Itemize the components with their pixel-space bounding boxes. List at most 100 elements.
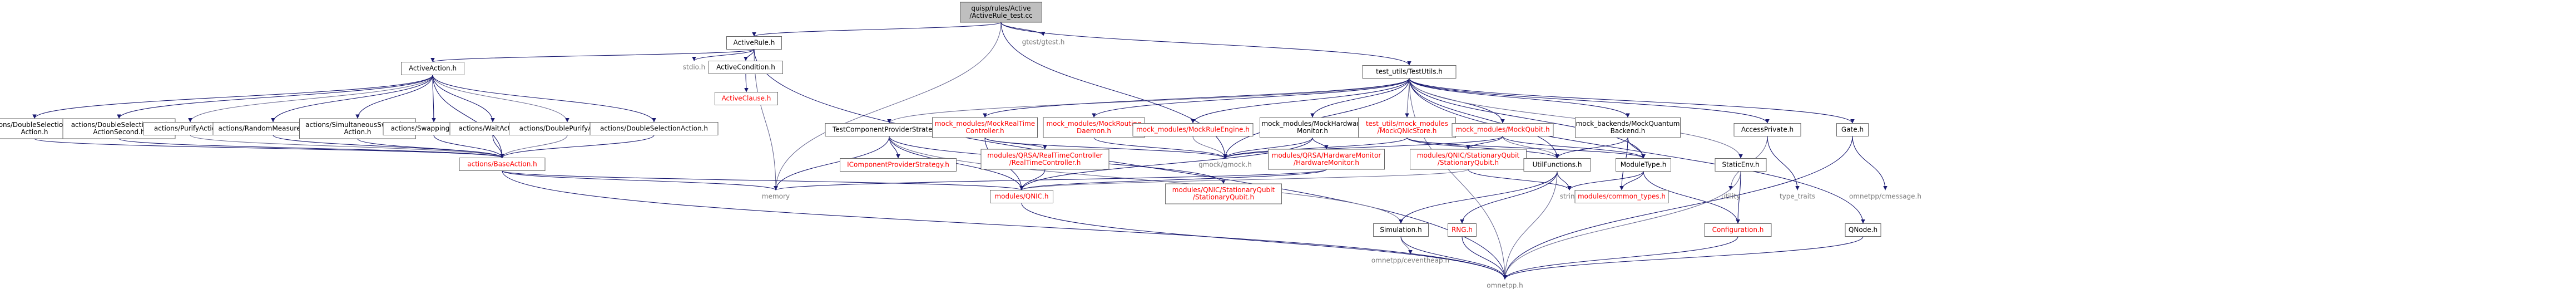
node-label: Gate.h bbox=[1841, 126, 1864, 134]
graph-node-MockRuleEngine[interactable]: mock_modules/MockRuleEngine.h bbox=[1132, 123, 1254, 136]
graph-node-MockQubit[interactable]: mock_modules/MockQubit.h bbox=[1452, 123, 1554, 136]
node-label: Backend.h bbox=[1611, 127, 1646, 135]
node-box bbox=[932, 117, 1038, 138]
edge-TestUtils-to-ModuleType bbox=[1409, 78, 1646, 159]
edge-root-to-ActiveRule bbox=[752, 22, 1002, 37]
edge-DoublePurify-to-BaseAction bbox=[500, 135, 568, 158]
edge-BaseAction-to-omnetpp bbox=[502, 170, 1507, 280]
graph-node-AccessPrivate[interactable]: AccessPrivate.h bbox=[1733, 123, 1801, 136]
edge-MockQB-to-UtilFunctions bbox=[1555, 137, 1628, 159]
graph-node-gtest: gtest/gtest.h bbox=[1022, 38, 1065, 46]
node-label: test_utils/TestUtils.h bbox=[1376, 68, 1443, 76]
graph-node-RNG[interactable]: RNG.h bbox=[1448, 223, 1477, 237]
node-box bbox=[1448, 223, 1477, 237]
node-label: AccessPrivate.h bbox=[1741, 126, 1794, 134]
graph-node-StaticEnv[interactable]: StaticEnv.h bbox=[1715, 158, 1767, 172]
graph-node-SQ1[interactable]: modules/QNIC/StationaryQubit/StationaryQ… bbox=[1410, 149, 1527, 170]
node-label: test_utils/mock_modules bbox=[1366, 120, 1448, 128]
node-box bbox=[1733, 123, 1801, 136]
graph-node-QNIC[interactable]: modules/QNIC.h bbox=[990, 190, 1053, 203]
node-label: gtest/gtest.h bbox=[1022, 38, 1065, 46]
edge-RNG-to-omnetpp bbox=[1462, 236, 1507, 280]
node-box bbox=[1373, 223, 1429, 237]
edge-ModuleType-to-common_types bbox=[1619, 171, 1644, 190]
node-label: actions/DoubleSelectionDual bbox=[71, 121, 167, 129]
graph-node-Gate[interactable]: Gate.h bbox=[1836, 123, 1869, 136]
node-box bbox=[715, 92, 778, 105]
graph-node-Simulation[interactable]: Simulation.h bbox=[1373, 223, 1429, 237]
graph-node-TCPS[interactable]: TestComponentProviderStrategy.h bbox=[825, 123, 954, 136]
edge-UtilFunctions-to-Simulation bbox=[1399, 171, 1558, 224]
edge-MockHW-to-gmock bbox=[1223, 137, 1313, 159]
edge-root-to-memory bbox=[774, 22, 1002, 190]
edge-DSD1-to-BaseAction bbox=[34, 138, 504, 158]
node-label: memory bbox=[762, 193, 790, 201]
graph-node-ICPS[interactable]: IComponentProviderStrategy.h bbox=[840, 158, 957, 172]
graph-node-DoubleSel[interactable]: actions/DoubleSelectionAction.h bbox=[589, 122, 719, 135]
graph-node-ActiveCondition[interactable]: ActiveCondition.h bbox=[709, 61, 783, 74]
edge-DSD2-to-BaseAction bbox=[118, 138, 504, 158]
node-label: mock_modules/MockQubit.h bbox=[1455, 126, 1549, 134]
node-label: /StationaryQubit.h bbox=[1193, 193, 1254, 201]
edge-TestUtils-to-MockRuleEngine bbox=[1191, 78, 1410, 124]
node-box bbox=[1616, 158, 1671, 172]
graph-node-ActiveClause[interactable]: ActiveClause.h bbox=[715, 92, 778, 105]
edge-ActiveAction-to-DoublePurify bbox=[432, 75, 569, 123]
graph-node-BaseAction[interactable]: actions/BaseAction.h bbox=[459, 158, 546, 171]
graph-node-common_types[interactable]: modules/common_types.h bbox=[1574, 190, 1669, 203]
graph-node-HWMon[interactable]: modules/QRSA/HardwareMonitor/HardwareMon… bbox=[1268, 149, 1385, 170]
graph-node-omnetpp: omnetpp.h bbox=[1487, 282, 1523, 290]
edge-MockQNicStore-to-ModuleType bbox=[1406, 137, 1646, 159]
edge-HWMon-to-QNIC bbox=[1019, 169, 1327, 190]
graph-node-RTC[interactable]: modules/QRSA/RealTimeController/RealTime… bbox=[980, 149, 1109, 170]
graph-node-UtilFunctions[interactable]: UtilFunctions.h bbox=[1523, 158, 1591, 172]
node-label: omnetpp/ceventheap.h bbox=[1371, 257, 1449, 265]
graph-node-root[interactable]: quisp/rules/Active/ActiveRule_test.cc bbox=[960, 2, 1042, 23]
graph-node-ActiveAction[interactable]: ActiveAction.h bbox=[401, 62, 464, 75]
node-box bbox=[1132, 123, 1254, 136]
edge-root-to-TestUtils bbox=[1000, 22, 1411, 66]
node-box bbox=[1410, 149, 1527, 170]
node-label: UtilFunctions.h bbox=[1533, 161, 1582, 169]
node-box bbox=[1836, 123, 1869, 136]
node-label: ActionSecond.h bbox=[93, 128, 145, 136]
node-label: actions/PurifyAction.h bbox=[154, 125, 226, 133]
node-label: StaticEnv.h bbox=[1722, 161, 1759, 169]
node-label: ModuleType.h bbox=[1621, 161, 1667, 169]
node-label: modules/common_types.h bbox=[1578, 193, 1666, 201]
edge-ActiveRule-to-stdio bbox=[692, 48, 755, 62]
node-box bbox=[840, 158, 957, 172]
graph-node-SQ2[interactable]: modules/QNIC/StationaryQubit/StationaryQ… bbox=[1165, 183, 1282, 204]
node-label: ActiveCondition.h bbox=[716, 63, 775, 71]
node-label: Simulation.h bbox=[1380, 226, 1421, 234]
graph-node-gmock: gmock/gmock.h bbox=[1198, 161, 1252, 169]
edge-HWMon-to-memory bbox=[774, 169, 1327, 190]
edge-MockRealTime-to-gmock bbox=[984, 137, 1227, 159]
node-label: mock_modules/MockRealTime bbox=[935, 120, 1035, 128]
edge-DoubleSel-to-BaseAction bbox=[500, 135, 655, 158]
node-label: /HardwareMonitor.h bbox=[1294, 159, 1359, 167]
edge-MockRouting-to-gmock bbox=[1093, 137, 1227, 159]
node-label: /ActiveRule_test.cc bbox=[969, 12, 1032, 19]
edge-Purify-to-BaseAction bbox=[190, 135, 504, 158]
graph-node-utility: utility bbox=[1721, 193, 1740, 201]
graph-node-TestUtils[interactable]: test_utils/TestUtils.h bbox=[1362, 65, 1457, 79]
node-box bbox=[1260, 117, 1365, 138]
graph-node-MockQNicStore[interactable]: test_utils/mock_modules/MockQNicStore.h bbox=[1358, 117, 1456, 138]
node-label: QNode.h bbox=[1849, 226, 1877, 234]
edge-QNIC-to-omnetpp bbox=[1021, 203, 1507, 280]
graph-node-Configuration[interactable]: Configuration.h bbox=[1704, 223, 1772, 237]
graph-node-ActiveRule[interactable]: ActiveRule.h bbox=[726, 36, 782, 50]
graph-node-QNode[interactable]: QNode.h bbox=[1845, 223, 1881, 237]
node-label: /StationaryQubit.h bbox=[1438, 159, 1499, 167]
node-label: modules/QRSA/RealTimeController bbox=[987, 152, 1102, 159]
node-label: utility bbox=[1721, 193, 1740, 201]
graph-node-ModuleType[interactable]: ModuleType.h bbox=[1616, 158, 1671, 172]
node-box bbox=[1845, 223, 1881, 237]
edge-BaseAction-to-QNIC bbox=[502, 170, 1024, 190]
node-label: modules/QNIC.h bbox=[994, 193, 1048, 201]
